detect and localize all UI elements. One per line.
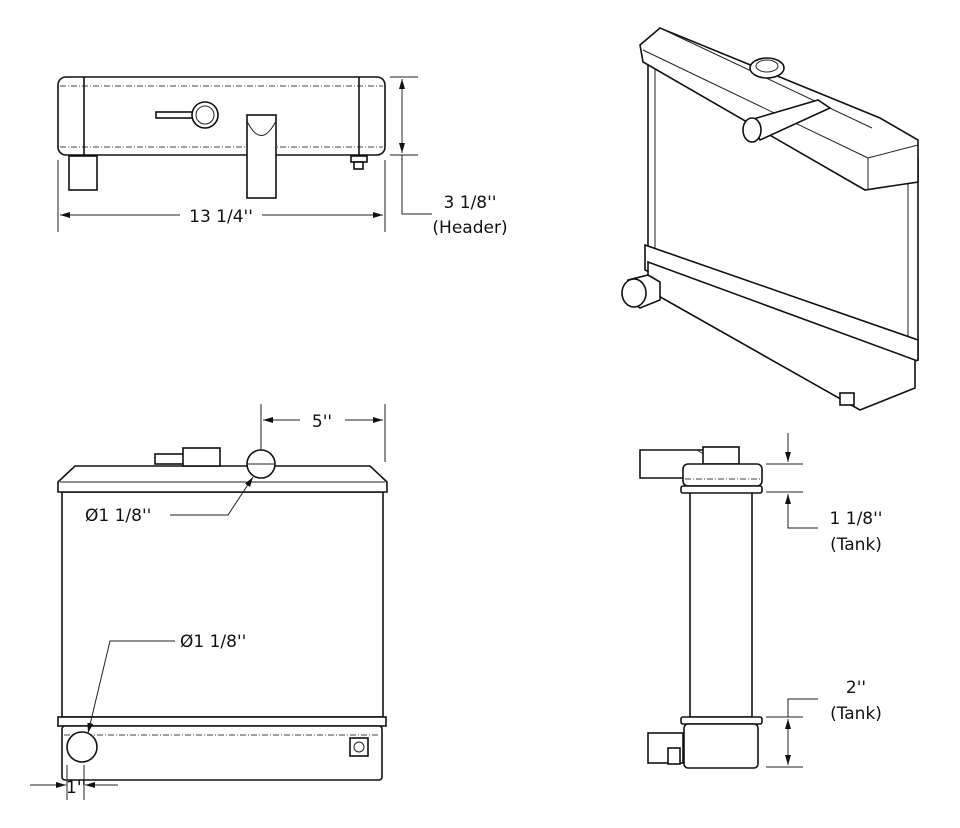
header-label: (Header) xyxy=(432,218,507,238)
filler-tab xyxy=(155,111,197,119)
top-tank xyxy=(639,27,919,191)
width-dimension: 13 1/4'' xyxy=(189,207,253,227)
top-tank-label: (Tank) xyxy=(830,535,882,555)
drain-valve xyxy=(349,737,369,757)
header-dimension: 3 1/8'' xyxy=(444,193,497,213)
offset-dimension: 5'' xyxy=(312,412,332,432)
lower-pipe-dimension: Ø1 1/8'' xyxy=(180,632,246,652)
inlet-pipe xyxy=(68,155,98,191)
lower-pipe xyxy=(66,731,98,763)
bottom-tank-label: (Tank) xyxy=(830,704,882,724)
core-front xyxy=(61,491,384,718)
front-view: 5'' Ø1 1/8'' Ø1 1/8'' 1'' xyxy=(30,404,388,800)
header-tank-outline xyxy=(57,76,386,156)
top-tank-side xyxy=(682,463,763,487)
top-tank-front xyxy=(57,465,388,493)
upper-pipe-dimension: Ø1 1/8'' xyxy=(85,506,151,526)
filler-neck xyxy=(182,447,221,467)
bottom-tank-dimension: 2'' xyxy=(846,678,866,698)
core-side xyxy=(689,491,753,718)
pipe-offset-dimension: 1'' xyxy=(66,778,86,798)
top-tank-dimension: 1 1/8'' xyxy=(830,509,883,529)
side-view: 1 1/8'' (Tank) 2'' (Tank) xyxy=(639,433,883,769)
isometric-view xyxy=(621,27,919,411)
bottom-tank-front xyxy=(61,725,383,781)
inlet-pipe-iso xyxy=(621,278,647,308)
bottom-tank-side xyxy=(683,723,759,769)
top-view: 13 1/4'' 3 1/8'' (Header) xyxy=(57,76,508,238)
